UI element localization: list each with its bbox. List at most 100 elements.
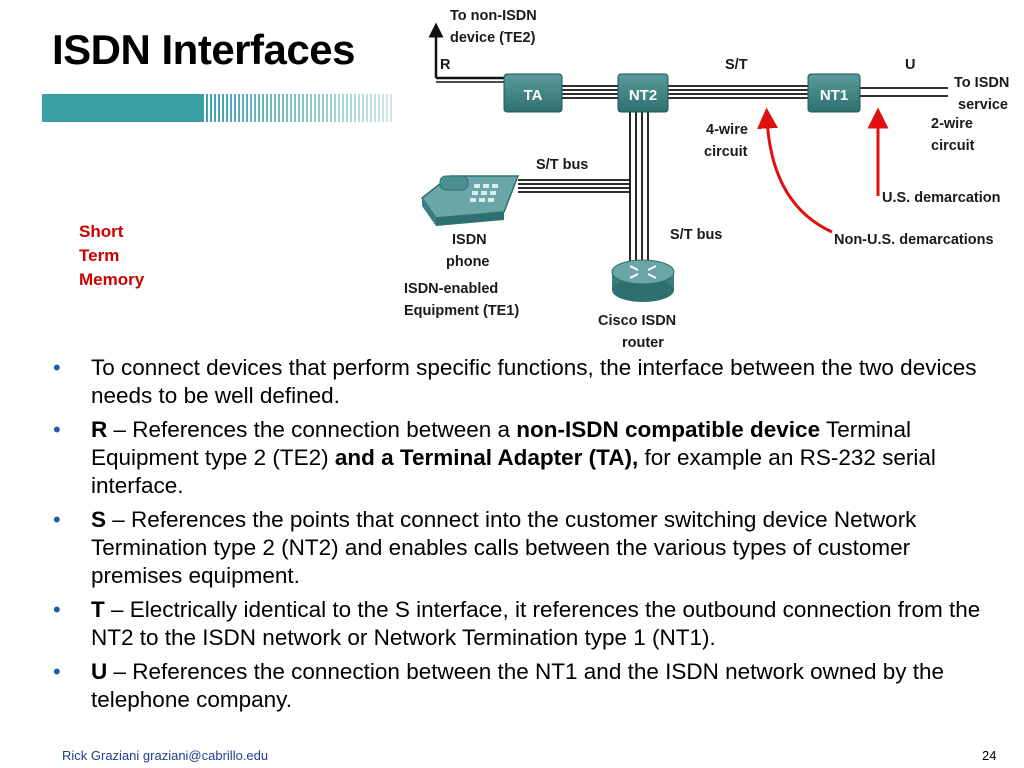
list-item: • To connect devices that perform specif… bbox=[52, 354, 1002, 410]
deco-stripe bbox=[286, 94, 288, 122]
ref-r-label: R bbox=[440, 57, 451, 73]
deco-stripe bbox=[222, 94, 224, 122]
deco-stripe bbox=[242, 94, 244, 122]
bullet-icon: • bbox=[53, 355, 61, 380]
non-us-demarcation-arrow bbox=[757, 107, 833, 234]
nt1-box: NT1 bbox=[807, 73, 861, 113]
deco-stripe bbox=[290, 94, 292, 122]
bullet-icon: • bbox=[53, 597, 61, 622]
footer-author: Rick Graziani graziani@cabrillo.edu bbox=[62, 748, 269, 763]
nt2-label: NT2 bbox=[629, 87, 657, 104]
deco-stripe bbox=[374, 94, 376, 122]
list-item: • U – References the connection between … bbox=[52, 658, 1002, 714]
deco-stripe bbox=[358, 94, 360, 122]
deco-stripe bbox=[206, 94, 208, 122]
two-wire-label: 2-wire bbox=[931, 116, 973, 132]
term-u: U bbox=[91, 659, 108, 684]
us-demarcation-label: U.S. demarcation bbox=[882, 190, 1000, 206]
isdn-phone-icon bbox=[420, 175, 520, 226]
bullet-bold-text: non-ISDN compatible device bbox=[516, 417, 821, 442]
slide-title: ISDN Interfaces bbox=[52, 26, 355, 73]
nt1-label: NT1 bbox=[820, 87, 848, 104]
deco-stripe bbox=[262, 94, 264, 122]
deco-stripe bbox=[214, 94, 216, 122]
deco-stripe bbox=[382, 94, 384, 122]
ta-box: TA bbox=[503, 73, 563, 113]
bullet-text: for example an RS-232 serial interface. bbox=[91, 445, 936, 498]
deco-stripe bbox=[350, 94, 352, 122]
deco-stripe bbox=[310, 94, 312, 122]
bullet-icon: • bbox=[53, 417, 61, 442]
phone-label: phone bbox=[446, 254, 490, 270]
deco-stripe bbox=[266, 94, 268, 122]
deco-stripe bbox=[258, 94, 260, 122]
u-wires bbox=[860, 87, 948, 97]
nt2-box: NT2 bbox=[617, 73, 669, 113]
deco-stripe bbox=[334, 94, 336, 122]
bullet-text: – References the points that connect int… bbox=[91, 507, 917, 588]
deco-stripe bbox=[246, 94, 248, 122]
ref-u-label: U bbox=[905, 57, 915, 73]
term-s: S bbox=[91, 507, 107, 532]
router-label: router bbox=[622, 335, 664, 351]
bullet-icon: • bbox=[53, 659, 61, 684]
deco-stripe bbox=[390, 94, 392, 122]
deco-stripe bbox=[318, 94, 320, 122]
list-item: • T – Electrically identical to the S in… bbox=[52, 596, 1002, 652]
bullet-text: Terminal Equipment type 2 (TE2) bbox=[91, 417, 911, 470]
deco-stripe bbox=[226, 94, 228, 122]
deco-stripe bbox=[354, 94, 356, 122]
deco-stripe bbox=[202, 94, 204, 122]
deco-stripe bbox=[294, 94, 296, 122]
four-wire-label: 4-wire bbox=[706, 122, 748, 138]
list-item: • S – References the points that connect… bbox=[52, 506, 1002, 590]
deco-stripe bbox=[326, 94, 328, 122]
deco-stripe bbox=[314, 94, 316, 122]
st-wires bbox=[560, 85, 810, 99]
deco-stripe bbox=[322, 94, 324, 122]
deco-stripe bbox=[386, 94, 388, 122]
st-bus-vertical bbox=[629, 112, 649, 270]
st-bus-label: S/T bus bbox=[670, 227, 722, 243]
bullet-text: – References the connection between a bbox=[107, 417, 517, 442]
equipment-label: ISDN-enabled bbox=[404, 281, 498, 297]
deco-stripe bbox=[370, 94, 372, 122]
deco-stripe bbox=[330, 94, 332, 122]
short-term-memory-note: Short Term Memory bbox=[79, 220, 199, 292]
deco-stripe bbox=[278, 94, 280, 122]
deco-stripe bbox=[342, 94, 344, 122]
term-t: T bbox=[91, 597, 105, 622]
deco-stripe bbox=[250, 94, 252, 122]
deco-stripe bbox=[274, 94, 276, 122]
bullet-bold-text: and a Terminal Adapter (TA), bbox=[334, 445, 639, 470]
deco-stripe bbox=[210, 94, 212, 122]
router-label: Cisco ISDN bbox=[598, 313, 676, 329]
to-isdn-label: To ISDN bbox=[954, 75, 1009, 91]
st-bus-label: S/T bus bbox=[536, 157, 588, 173]
deco-stripe bbox=[282, 94, 284, 122]
bullet-text: – References the connection between the … bbox=[91, 659, 945, 712]
note-line: Term bbox=[79, 246, 120, 265]
deco-stripe bbox=[346, 94, 348, 122]
phone-label: ISDN bbox=[452, 232, 487, 248]
bullet-list: • To connect devices that perform specif… bbox=[52, 354, 1002, 720]
deco-stripe bbox=[378, 94, 380, 122]
st-bus-phone bbox=[518, 179, 630, 193]
service-label: service bbox=[958, 97, 1008, 113]
circuit-label: circuit bbox=[931, 138, 975, 154]
deco-stripe bbox=[298, 94, 300, 122]
deco-stripe bbox=[366, 94, 368, 122]
list-item: • R – References the connection between … bbox=[52, 416, 1002, 500]
equipment-label: Equipment (TE1) bbox=[404, 303, 519, 319]
to-non-isdn-label: To non-ISDN bbox=[450, 8, 537, 24]
note-line: Memory bbox=[79, 270, 145, 289]
bullet-icon: • bbox=[53, 507, 61, 532]
deco-stripe bbox=[254, 94, 256, 122]
ta-label: TA bbox=[524, 87, 543, 104]
note-line: Short bbox=[79, 222, 124, 241]
page-number: 24 bbox=[982, 748, 997, 763]
decorative-stripe-bar bbox=[42, 94, 392, 122]
deco-stripe bbox=[338, 94, 340, 122]
deco-stripe bbox=[302, 94, 304, 122]
te2-label: device (TE2) bbox=[450, 30, 536, 46]
